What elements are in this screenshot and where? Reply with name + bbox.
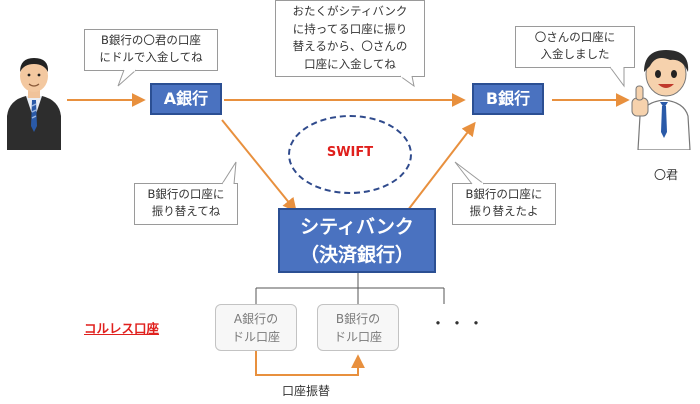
bubble-bank-b-to-recipient: 〇さんの口座に 入金しました (515, 26, 635, 68)
bank-a-dollar-account: A銀行の ドル口座 (215, 304, 297, 351)
bubble-sender-to-bank-a: B銀行の〇君の口座 にドルで入金してね (84, 29, 218, 71)
bubble-citibank-to-bank-b: B銀行の口座に 振り替えたよ (452, 183, 556, 225)
swift-network-ellipse (288, 115, 412, 194)
bank-b-box: B銀行 (472, 83, 544, 115)
arrow-account-transfer (255, 351, 365, 376)
swift-label: SWIFT (326, 145, 374, 160)
bubble-bank-a-to-bank-b: おたくがシティバンク に持ってる口座に振り 替えるから、〇さんの 口座に入金して… (275, 0, 425, 77)
correspondent-account-label: コルレス口座 (84, 321, 160, 336)
recipient-person-illustration (631, 50, 691, 150)
arrow-bank-a-to-citibank (221, 119, 297, 213)
sender-person-illustration (7, 58, 61, 150)
citibank-role: （決済銀行） (299, 244, 414, 266)
bank-a-box: A銀行 (150, 83, 222, 115)
account-tree (255, 273, 445, 304)
more-accounts-ellipsis: ・・・ (430, 314, 488, 333)
arrow-citibank-to-bank-b (407, 121, 476, 211)
citibank-name: シティバンク (300, 216, 414, 238)
citibank-settlement-box: シティバンク （決済銀行） (278, 208, 436, 273)
recipient-caption: 〇君 (654, 168, 679, 182)
bank-b-dollar-account: B銀行の ドル口座 (317, 304, 399, 351)
account-transfer-caption: 口座振替 (282, 384, 331, 398)
bubble-bank-a-to-citibank: B銀行の口座に 振り替えてね (134, 183, 238, 225)
